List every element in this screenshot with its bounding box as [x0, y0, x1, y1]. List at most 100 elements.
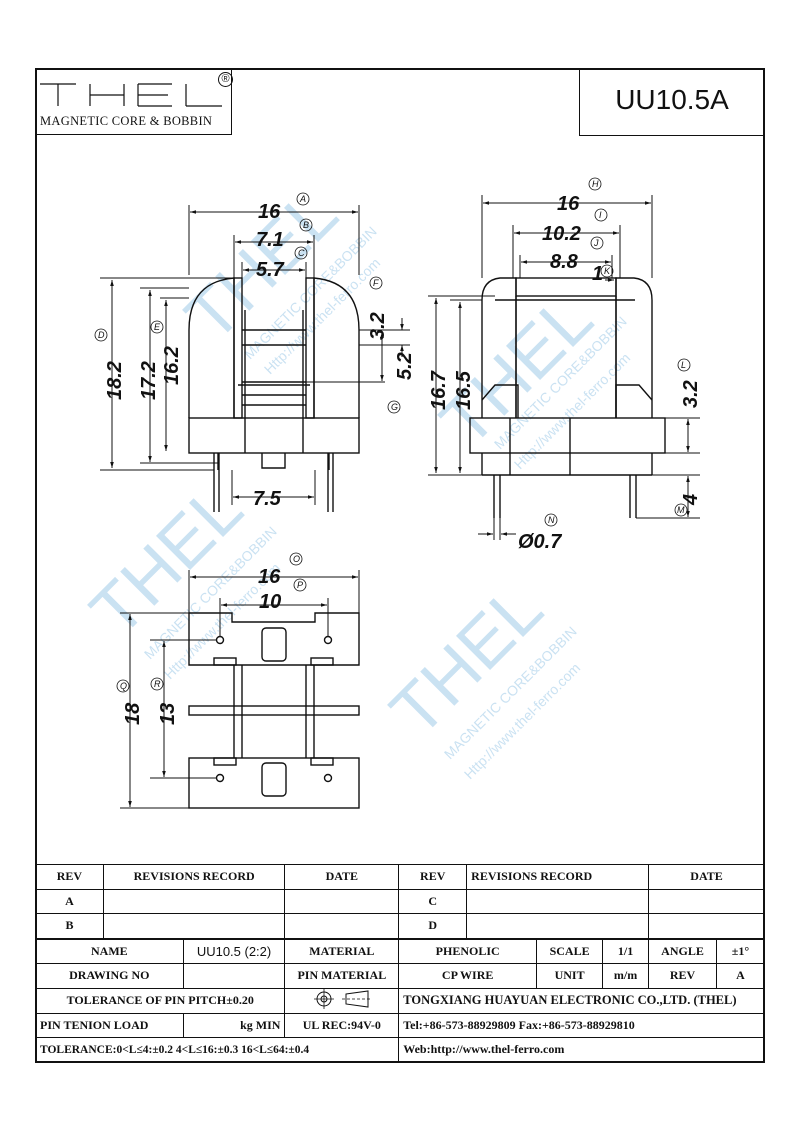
bottom-view-tags: O P Q R	[116, 552, 307, 693]
front-view-tags: A B C D E F G	[94, 192, 401, 414]
registered-mark: ®	[218, 72, 233, 87]
website: Web:http://www.thel-ferro.com	[398, 1037, 765, 1063]
tag-j: J	[593, 238, 599, 248]
dim-10: 10	[259, 591, 281, 613]
pin-tenion-row: PIN TENION LOAD kg MIN UL REC:94V-0 Tel:…	[35, 1012, 765, 1038]
front-view-labels: 16 7.1 5.7 18.2 17.2 16.2 3.2 5.2 7.5	[104, 201, 416, 510]
rev-row-a: A C	[35, 888, 765, 914]
tag-a: A	[299, 194, 306, 204]
dim-3-2-f: 3.2	[367, 312, 389, 340]
rev-header-row: REV REVISIONS RECORD DATE REV REVISIONS …	[35, 864, 765, 890]
dim-16-5: 16.5	[453, 370, 475, 410]
dim-16-h: 16	[557, 193, 580, 215]
scale-label: SCALE	[536, 937, 604, 964]
thel-logo-mark	[40, 83, 222, 107]
tolerance-pin-pitch: TOLERANCE OF PIN PITCH±0.20	[34, 987, 286, 1014]
part-number: UU10.5A	[615, 84, 729, 115]
bottom-view-dimensions	[120, 570, 360, 809]
side-view-tags: H I J K L M N	[544, 177, 691, 527]
rev-row-b: B D	[35, 913, 765, 939]
projection-symbol	[284, 987, 400, 1014]
tolerance-row: TOLERANCE:0<L≤4:±0.2 4<L≤16:±0.3 16<L≤64…	[34, 1037, 765, 1063]
dim-1: 1	[592, 263, 603, 285]
dim-18-2: 18.2	[104, 361, 126, 400]
unit-label: UNIT	[536, 963, 604, 989]
side-view	[469, 277, 666, 518]
pin-material-value: CP WIRE	[398, 963, 538, 989]
drawing-no-row: DRAWING NO PIN MATERIAL CP WIRE UNIT m/m…	[35, 963, 766, 989]
general-tolerance: TOLERANCE:0<L≤4:±0.2 4<L≤16:±0.3 16<L≤64…	[34, 1037, 400, 1063]
name-row: NAME UU10.5 (2:2) MATERIAL PHENOLIC SCAL…	[35, 937, 766, 964]
rev-c: C	[398, 888, 468, 914]
dim-4: 4	[680, 494, 702, 506]
dim-dia-0-7: Ø0.7	[518, 531, 562, 553]
tel-fax: Tel:+86-573-88929809 Fax:+86-573-8892981…	[398, 1012, 765, 1038]
name-value: UU10.5 (2:2)	[182, 937, 286, 964]
tag-o: O	[293, 554, 300, 564]
pin-material-label: PIN MATERIAL	[284, 963, 400, 989]
dim-10-2: 10.2	[542, 223, 581, 245]
logo-subtitle: MAGNETIC CORE & BOBBIN	[40, 114, 213, 128]
dim-18: 18	[122, 702, 144, 725]
pin-tenion-label: PIN TENION LOAD	[35, 1012, 184, 1038]
rev-a: A	[35, 888, 104, 914]
dim-16-a: 16	[258, 201, 281, 223]
dim-13: 13	[157, 703, 179, 725]
tag-l: L	[681, 360, 686, 370]
bottom-view-labels: 16 10 18 13	[122, 566, 281, 725]
tag-q: Q	[120, 681, 127, 691]
dim-3-2-l: 3.2	[680, 380, 702, 408]
material-label: MATERIAL	[284, 937, 400, 964]
projection-symbol-icon	[313, 988, 372, 1009]
title-block: REV REVISIONS RECORD DATE REV REVISIONS …	[34, 864, 766, 1063]
drawing-no-label: DRAWING NO	[35, 963, 184, 989]
revisions-record-header: REVISIONS RECORD	[102, 864, 286, 890]
dim-7-1: 7.1	[256, 229, 284, 251]
dim-7-5: 7.5	[253, 488, 282, 510]
dim-8-8: 8.8	[550, 251, 579, 273]
tag-b: B	[303, 220, 309, 230]
tag-k: K	[604, 266, 611, 276]
kg-min-label: kg MIN	[182, 1012, 286, 1038]
front-view-dimensions	[100, 205, 410, 505]
tag-h: H	[592, 179, 599, 189]
drawing-frame	[35, 68, 765, 1063]
tag-p: P	[297, 580, 303, 590]
ul-rec: UL REC:94V-0	[284, 1012, 400, 1038]
company-name: TONGXIANG HUAYUAN ELECTRONIC CO.,LTD. (T…	[398, 987, 765, 1014]
tag-g: G	[391, 402, 398, 412]
dim-5-2: 5.2	[394, 352, 416, 380]
rev-label: REV	[648, 963, 717, 989]
side-view-dimensions	[428, 195, 700, 540]
rev-b: B	[35, 913, 104, 939]
logo-box	[36, 70, 232, 135]
dim-5-7: 5.7	[256, 259, 285, 281]
scale-value: 1/1	[602, 937, 650, 964]
dim-16-2: 16.2	[161, 346, 183, 385]
tag-m: M	[677, 505, 685, 515]
tag-d: D	[98, 330, 105, 340]
dim-16-7: 16.7	[428, 370, 450, 410]
bottom-view	[188, 612, 360, 809]
material-value: PHENOLIC	[398, 937, 538, 964]
title-block-table: REV REVISIONS RECORD DATE REV REVISIONS …	[34, 864, 766, 1063]
revisions-record-header-2: REVISIONS RECORD	[466, 864, 650, 890]
unit-value: m/m	[602, 963, 650, 989]
rev-col-header-2: REV	[398, 864, 468, 890]
angle-label: ANGLE	[648, 937, 717, 964]
part-number-box: UU10.5A	[579, 70, 764, 136]
name-label: NAME	[35, 937, 184, 964]
angle-value: ±1°	[715, 937, 766, 964]
tag-c: C	[298, 248, 305, 258]
rev-col-header: REV	[35, 864, 104, 890]
thel-logo: ® MAGNETIC CORE & BOBBIN	[36, 70, 233, 136]
tag-i: I	[599, 210, 602, 220]
rev-d: D	[398, 913, 468, 939]
tag-f: F	[373, 278, 379, 288]
tag-n: N	[548, 515, 555, 525]
side-view-labels: 16 10.2 8.8 1 16.7 16.5 3.2 4 Ø0.7	[428, 193, 702, 553]
dim-16-o: 16	[258, 566, 281, 588]
rev-value: A	[715, 963, 766, 989]
tolerance-pitch-row: TOLERANCE OF PIN PITCH±0.20 TONGXIANG HU…	[34, 987, 765, 1014]
